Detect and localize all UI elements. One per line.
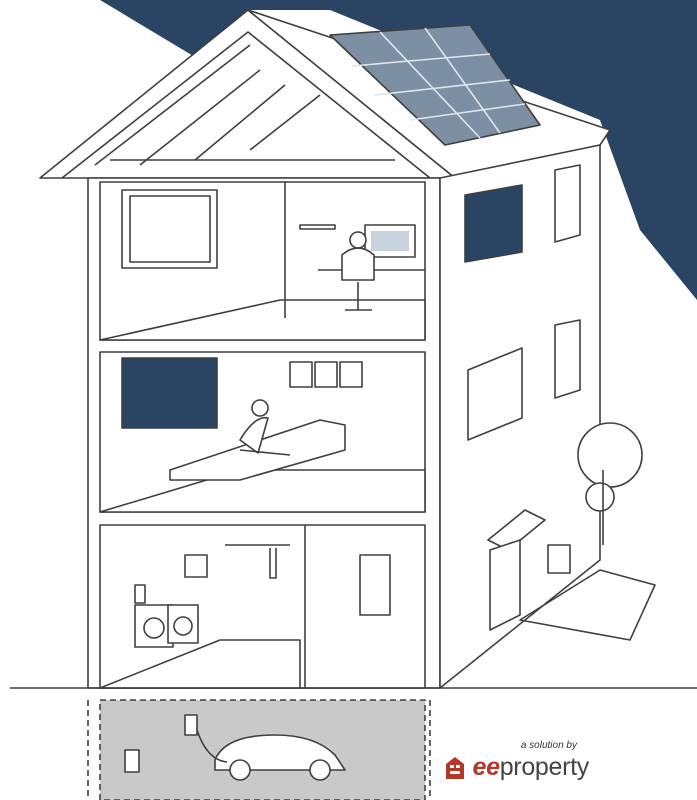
brand-name-suffix: property — [500, 753, 589, 781]
brand-name: eeproperty — [472, 753, 589, 782]
brand-signature: a solution by eeproperty — [444, 740, 589, 782]
mailbox-icon — [548, 545, 570, 573]
living-window — [122, 358, 217, 428]
side-window-top — [465, 185, 522, 262]
ee-house-logo-icon — [444, 756, 466, 780]
brand-name-prefix: ee — [472, 753, 499, 781]
brand-tagline: a solution by — [521, 740, 577, 751]
